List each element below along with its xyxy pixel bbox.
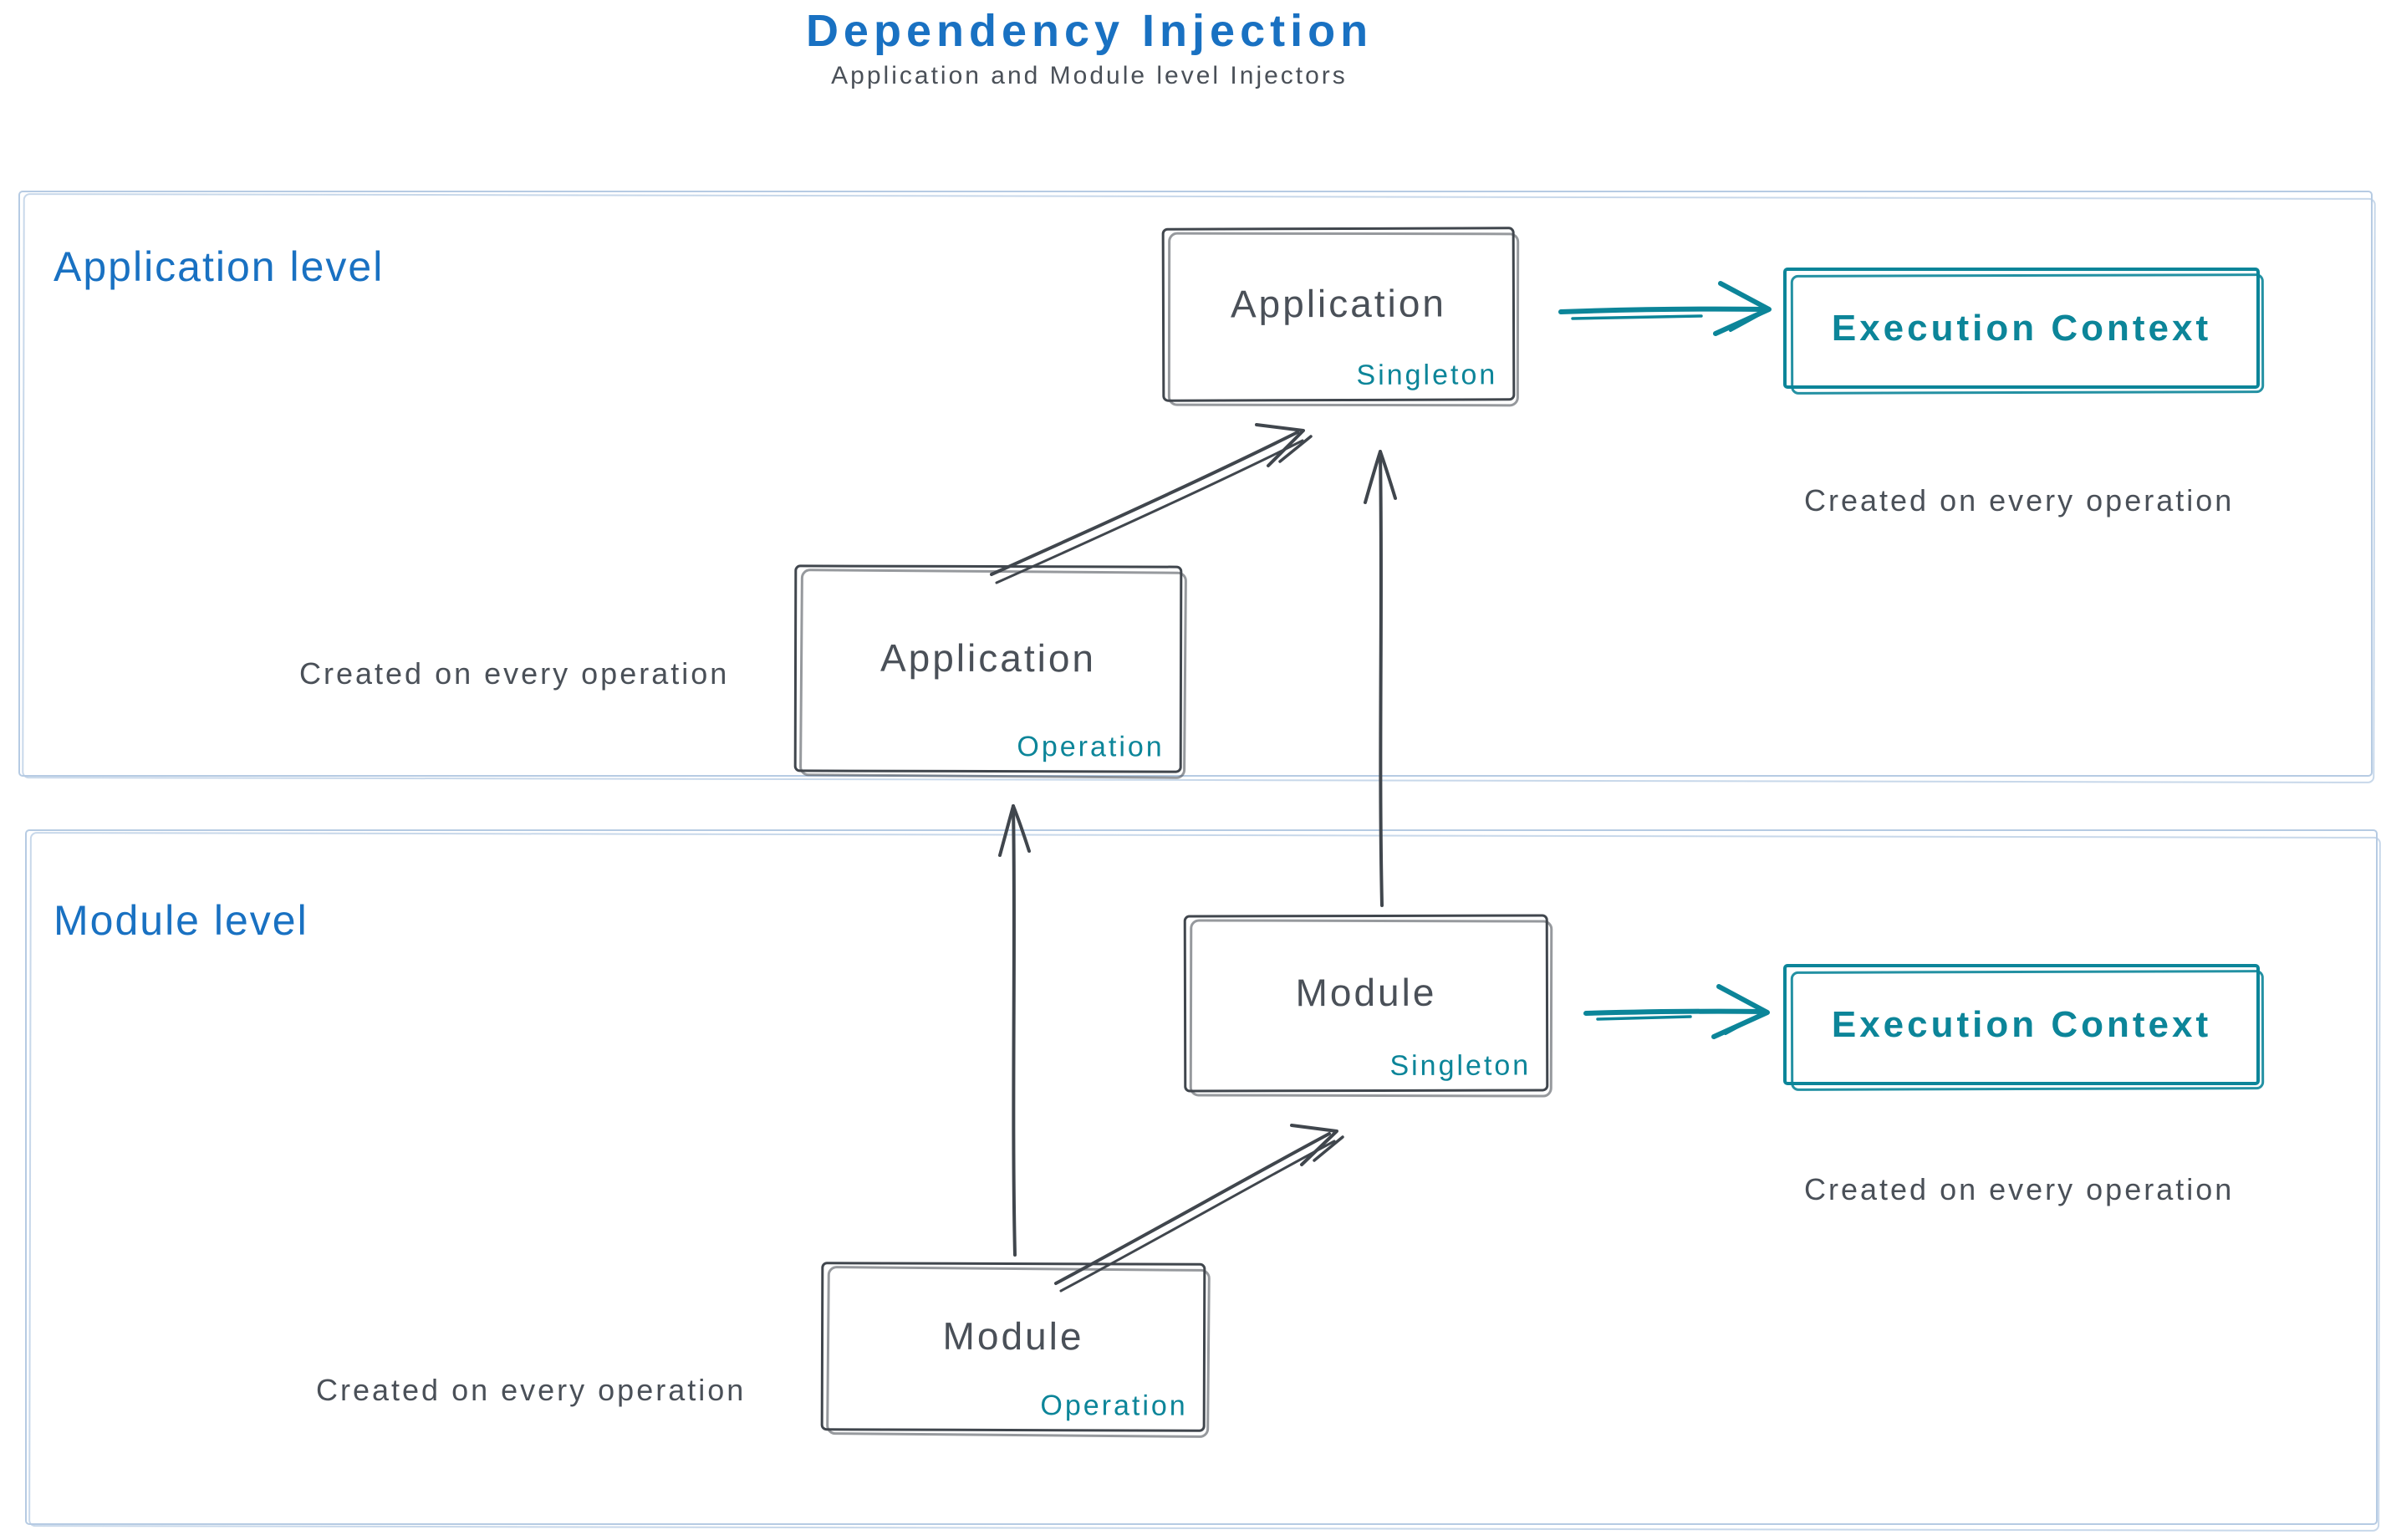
caption-module-operation: Created on every operation — [316, 1373, 747, 1407]
module-level-label: Module level — [54, 897, 308, 944]
application-level-container — [18, 191, 2373, 777]
application-level-label: Application level — [54, 243, 385, 290]
node-module-operation-title: Module — [942, 1313, 1084, 1359]
execution-context-application-title: Execution Context — [1831, 307, 2212, 349]
module-level-container — [25, 829, 2378, 1525]
node-module-singleton-badge: Singleton — [1389, 1049, 1532, 1082]
node-application-operation-badge: Operation — [1017, 731, 1165, 763]
node-module-singleton: Module Singleton — [1183, 914, 1549, 1093]
page-title: Dependency Injection — [805, 6, 1374, 56]
node-application-singleton-badge: Singleton — [1356, 359, 1498, 391]
caption-execution-context-module: Created on every operation — [1804, 1172, 2235, 1206]
node-module-operation-badge: Operation — [1040, 1390, 1188, 1422]
node-module-operation: Module Operation — [820, 1262, 1206, 1432]
node-module-singleton-title: Module — [1295, 970, 1437, 1015]
node-execution-context-application: Execution Context — [1783, 268, 2260, 389]
caption-application-operation: Created on every operation — [299, 656, 730, 691]
execution-context-module-title: Execution Context — [1831, 1003, 2212, 1045]
node-execution-context-module: Execution Context — [1783, 964, 2260, 1085]
node-application-operation-title: Application — [879, 635, 1097, 681]
node-application-operation: Application Operation — [793, 564, 1183, 773]
page-subtitle: Application and Module level Injectors — [831, 62, 1348, 89]
node-application-singleton: Application Singleton — [1161, 227, 1516, 402]
caption-execution-context-application: Created on every operation — [1804, 483, 2235, 518]
node-application-singleton-title: Application — [1230, 281, 1447, 326]
